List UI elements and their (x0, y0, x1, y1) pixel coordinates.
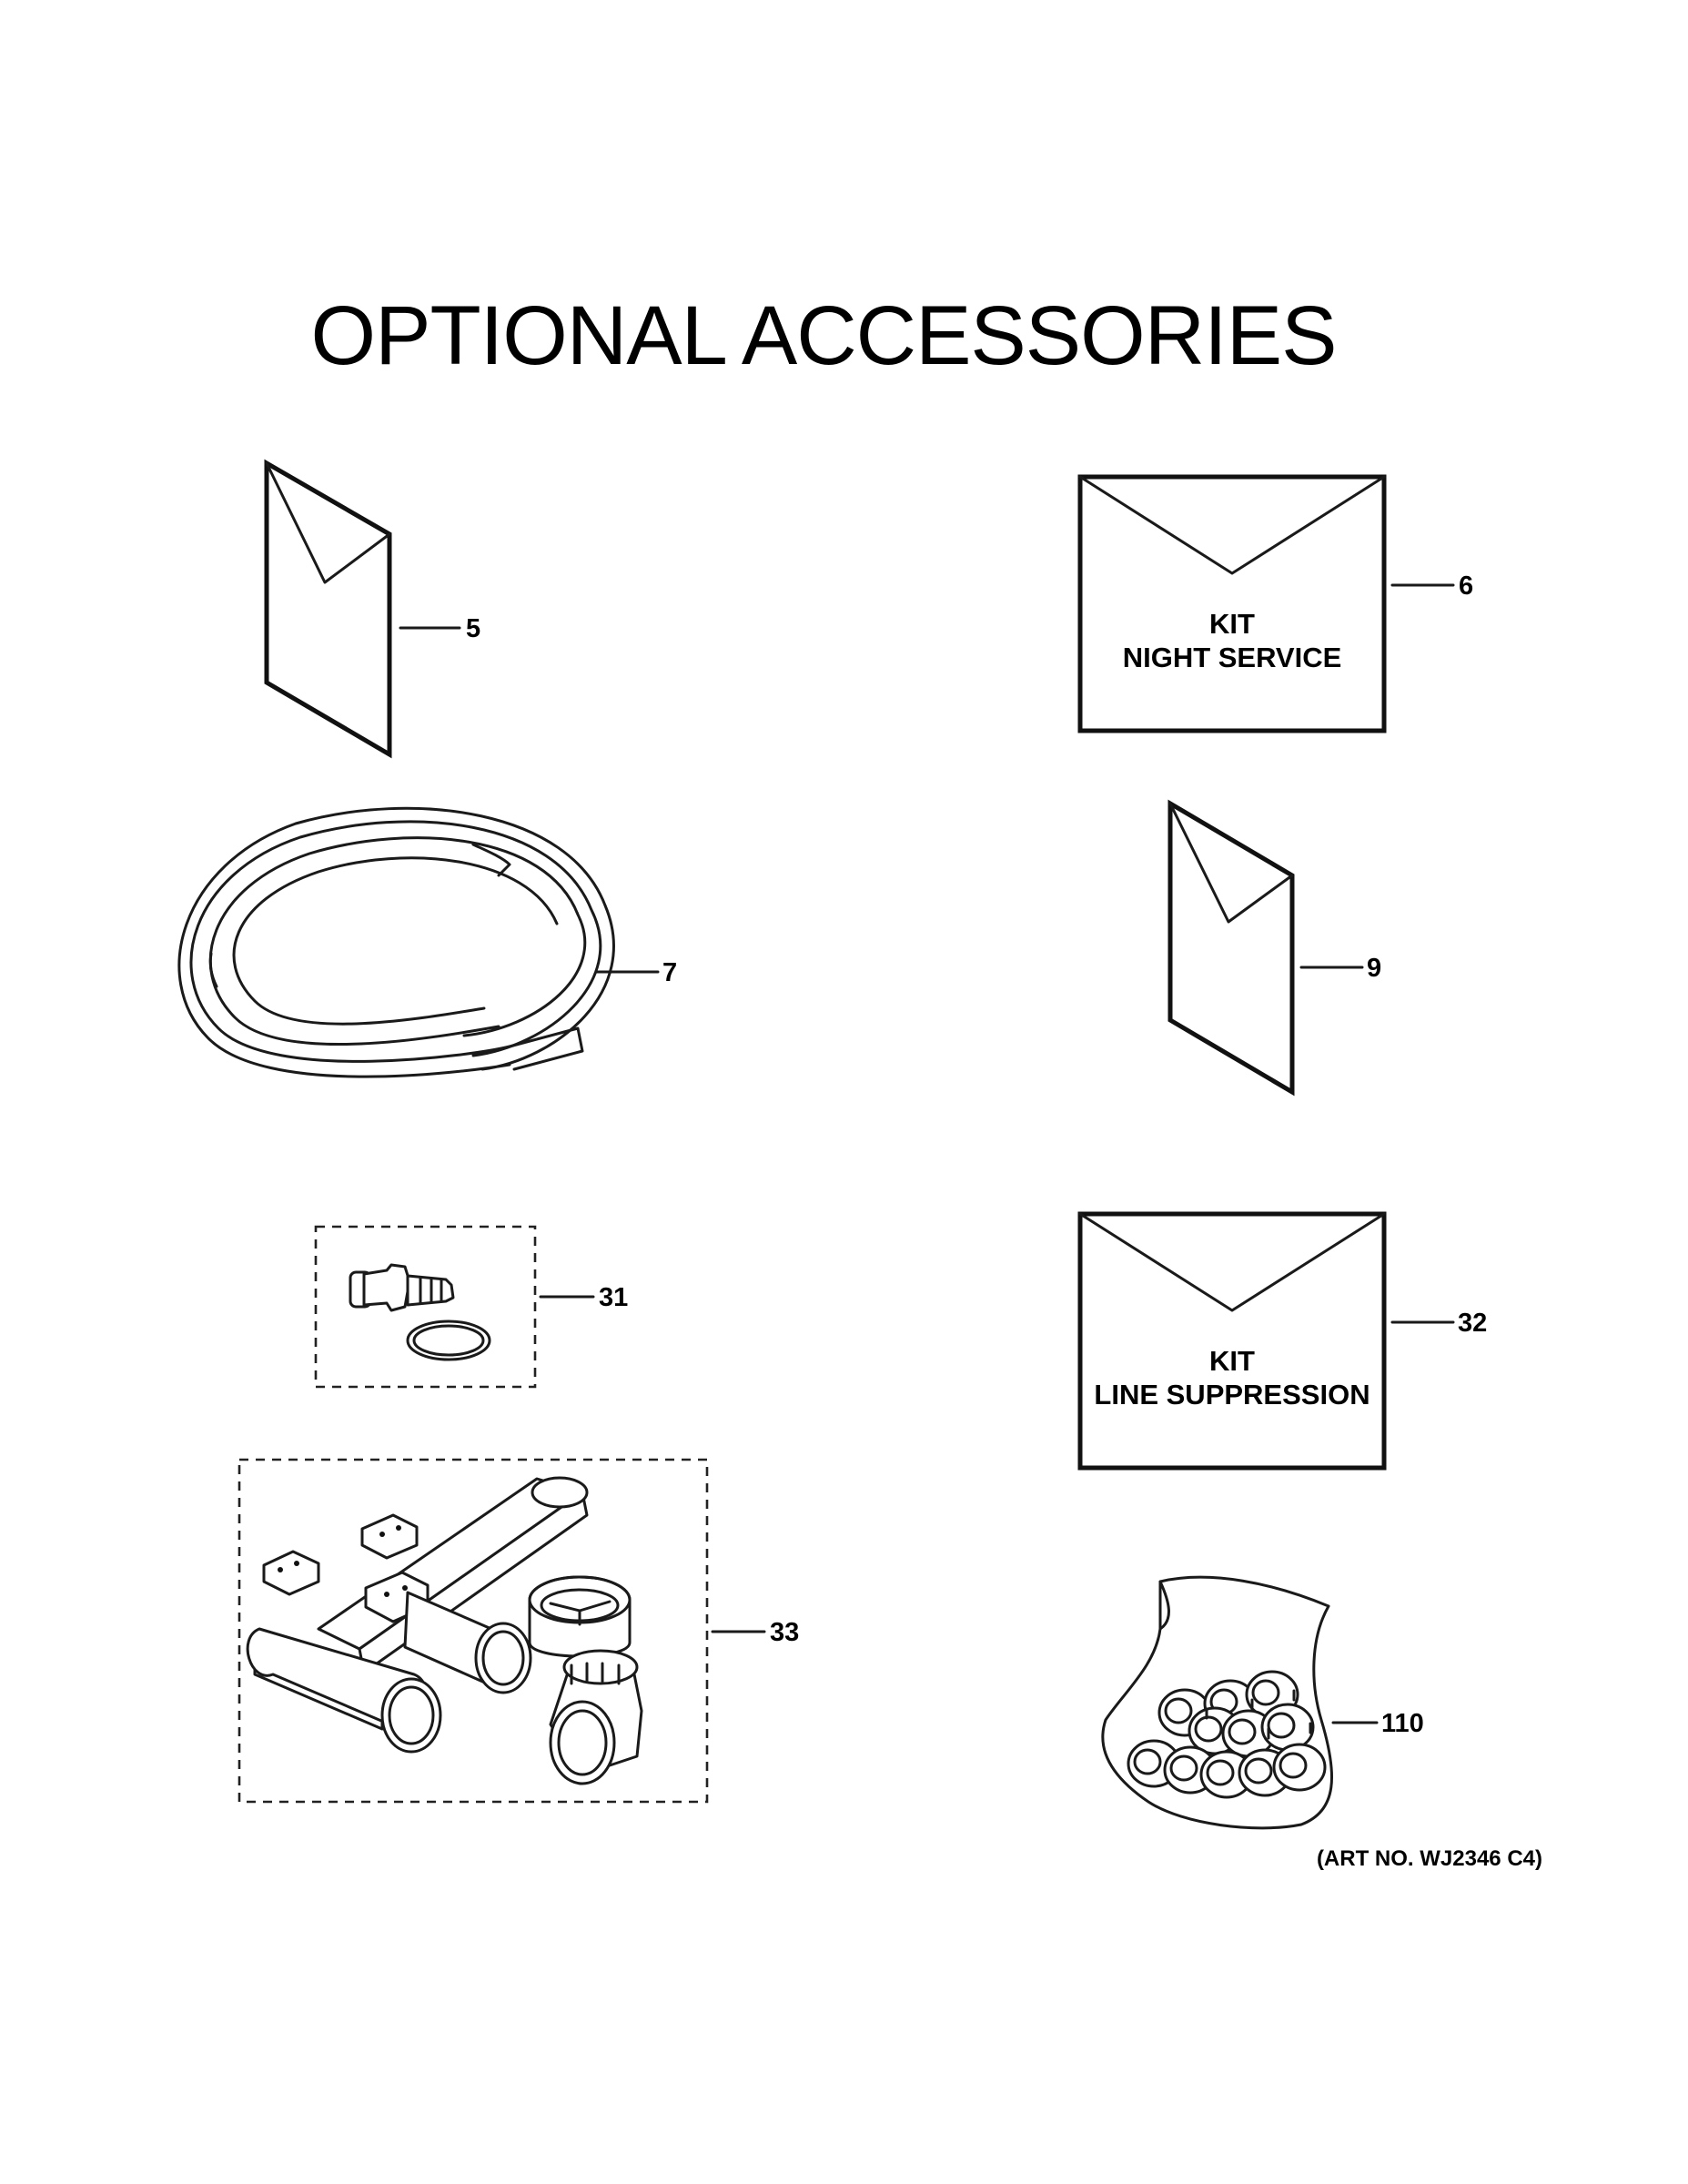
callout-110: 110 (1381, 1709, 1424, 1738)
part-31-fitting-kit (314, 1225, 537, 1389)
part-9-document (1167, 799, 1295, 1097)
page-title: OPTIONAL ACCESSORIES (311, 289, 1337, 382)
part-7-gasket-coil (177, 806, 615, 1078)
part-33-pipe-kit (238, 1458, 709, 1804)
part-32-kit-envelope: KIT LINE SUPPRESSION (1077, 1211, 1387, 1471)
callout-5: 5 (466, 614, 480, 643)
knob-cluster (1127, 1670, 1327, 1799)
kit-label-line2: LINE SUPPRESSION (1094, 1379, 1370, 1410)
callout-9: 9 (1367, 954, 1381, 983)
callout-32: 32 (1458, 1309, 1487, 1338)
kit-label-line1: KIT (1209, 608, 1255, 640)
part-6-kit-envelope: KIT NIGHT SERVICE (1077, 474, 1387, 733)
part-5-document (264, 459, 392, 759)
kit-label-line1: KIT (1209, 1345, 1255, 1377)
callout-31: 31 (599, 1283, 628, 1312)
callout-7: 7 (662, 958, 677, 987)
callout-6: 6 (1459, 571, 1473, 601)
kit-label-line2: NIGHT SERVICE (1123, 642, 1342, 673)
callout-33: 33 (770, 1618, 799, 1647)
art-number: (ART NO. WJ2346 C4) (1317, 1846, 1542, 1871)
part-110-knob-bag (1101, 1575, 1334, 1830)
